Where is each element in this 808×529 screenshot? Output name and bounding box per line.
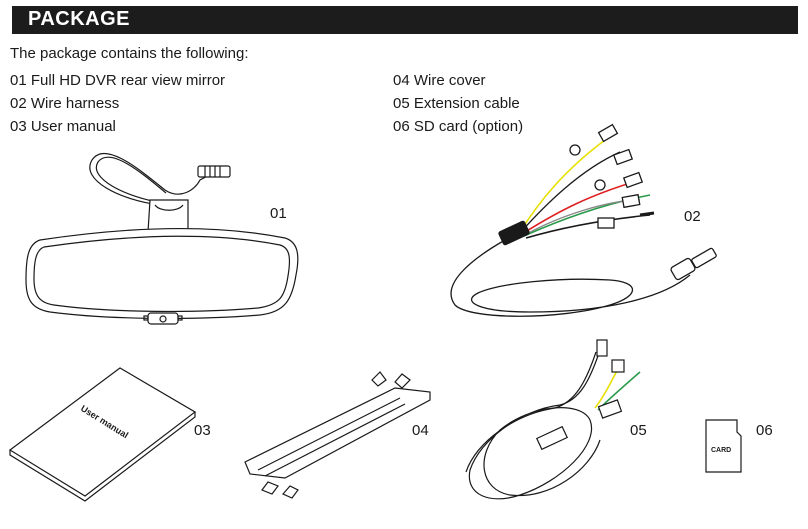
list-item-04: 04 Wire cover [393, 72, 486, 89]
sd-card-illustration: CARD [705, 419, 742, 473]
user-manual-illustration: User manual [8, 367, 197, 502]
figure-number-06: 06 [756, 422, 773, 439]
section-title: PACKAGE [28, 8, 131, 30]
figure-number-02: 02 [684, 208, 701, 225]
wire-cover-illustration [244, 371, 431, 499]
mirror-illustration [25, 152, 299, 325]
list-item-05: 05 Extension cable [393, 95, 520, 112]
figure-number-04: 04 [412, 422, 429, 439]
wire-harness-illustration [450, 123, 717, 317]
figure-number-01: 01 [270, 205, 287, 222]
list-item-06: 06 SD card (option) [393, 118, 524, 135]
sd-card-text: CARD [711, 447, 731, 454]
list-item-03: 03 User manual [10, 118, 116, 135]
intro-text: The package contains the following: [10, 45, 249, 62]
figure-number-03: 03 [194, 422, 211, 439]
section-header-bar: PACKAGE [12, 6, 798, 34]
list-item-02: 02 Wire harness [10, 95, 120, 112]
extension-cable-illustration [465, 339, 641, 500]
list-item-01: 01 Full HD DVR rear view mirror [10, 72, 226, 89]
figure-number-05: 05 [630, 422, 647, 439]
